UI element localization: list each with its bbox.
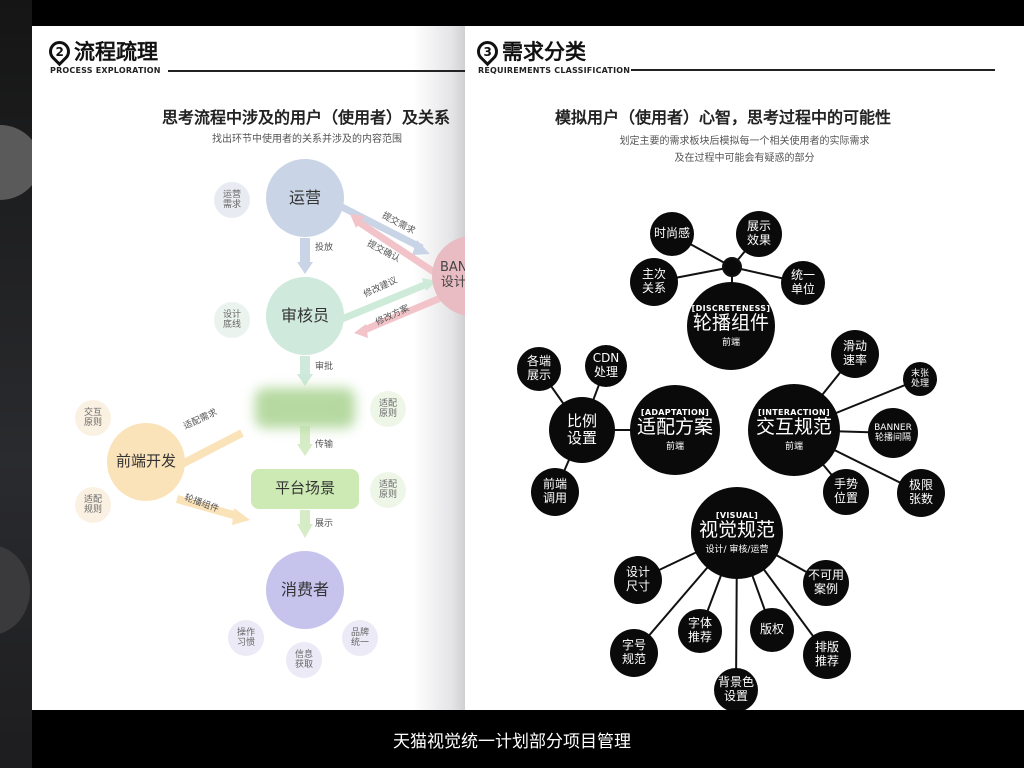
hub-carousel: [DISCRETENESS]轮播组件前端: [687, 282, 775, 370]
title-text: 需求分类: [502, 40, 586, 64]
diagram-subheading: 及在过程中可能会有疑惑的部分: [674, 153, 815, 164]
leaf-gesture: 手势 位置: [823, 469, 869, 515]
leaf-unit: 统一 单位: [781, 261, 825, 305]
divider: [168, 70, 465, 72]
section-subtitle: PROCESS EXPLORATION: [50, 66, 161, 75]
leaf-design-size: 设计 尺寸: [614, 556, 662, 604]
leaf-limit: 极限 张数: [897, 469, 945, 517]
node-interaction-rule: 交互 原则: [75, 400, 111, 436]
leaf-bad-cases: 不可用 案例: [803, 560, 849, 606]
video-subtitle: 天猫视觉统一计划部分项目管理: [393, 731, 631, 752]
leaf-banner-interval: BANNER 轮播间隔: [868, 408, 918, 458]
leaf-cdn: CDN 处理: [585, 345, 627, 387]
node-adapt-rule: 适配 原则: [370, 472, 406, 508]
arrow-label: 审批: [315, 362, 334, 372]
leaf-effect: 展示 效果: [736, 211, 782, 257]
blurred-node: [255, 388, 355, 428]
flow-arrows: [175, 202, 454, 538]
leaf-bg-color: 背景色 设置: [714, 668, 758, 710]
leaf-font-rec: 字体 推荐: [678, 609, 722, 653]
node-ops-need: 运营 需求: [214, 182, 250, 218]
leaf-layout-rec: 排版 推荐: [803, 631, 851, 679]
leaf-fe-call: 前端 调用: [531, 468, 579, 516]
node-brand: 品牌 统一: [342, 620, 378, 656]
node-design-line: 设计 底线: [214, 302, 250, 338]
node-consumer: 消费者: [266, 551, 344, 629]
background-blurred: 运营 开发: [0, 0, 32, 768]
section-title: 3 需求分类: [472, 36, 586, 66]
bg-bubble: 开发: [0, 545, 30, 635]
leaf-copyright: 版权: [750, 608, 794, 652]
node-platform: 平台场景: [251, 469, 359, 509]
leaf-priority: 主次 关系: [630, 258, 678, 306]
node-adapt-rule: 适配 规则: [75, 487, 111, 523]
diagram-heading: 模拟用户（使用者）心智，思考过程中的可能性: [555, 108, 892, 127]
node-ops: 运营: [266, 159, 344, 237]
divider: [631, 69, 995, 71]
arrow-label: 投放: [315, 243, 334, 253]
diagram-subheading: 找出环节中使用者的关系并涉及的内容范围: [212, 134, 402, 145]
leaf-font-size: 字号 规范: [610, 629, 658, 677]
node-info: 信息 获取: [286, 642, 322, 678]
section-subtitle: REQUIREMENTS CLASSIFICATION: [478, 66, 631, 75]
node-habit: 操作 习惯: [228, 620, 264, 656]
bg-bubble: 运营: [0, 125, 32, 200]
hub-visual: [VISUAL]视觉规范设计/ 审核/运营: [691, 487, 783, 579]
node-reviewer: 审核员: [266, 277, 344, 355]
hub-adaptation: [ADAPTATION]适配方案前端: [630, 385, 720, 475]
arrow-label: 展示: [315, 519, 334, 529]
right-page: 3 需求分类 REQUIREMENTS CLASSIFICATION 模拟用户（…: [465, 26, 1024, 710]
leaf-last-item: 末张 处理: [903, 362, 937, 396]
leaf-fashion: 时尚感: [650, 212, 694, 256]
node-banner-design: BAN 设计: [432, 236, 465, 316]
diagram-heading: 思考流程中涉及的用户（使用者）及关系: [162, 108, 451, 127]
title-text: 流程疏理: [74, 40, 158, 64]
leaf-each-end: 各端 展示: [517, 347, 561, 391]
section-title: 2 流程疏理: [44, 36, 158, 66]
node-adapt-rule: 适配 原则: [370, 391, 406, 427]
arrow-label: 传输: [315, 440, 334, 450]
diagram-subheading: 划定主要的需求板块后模拟每一个相关使用者的实际需求: [619, 136, 870, 147]
left-page: 2 流程疏理 PROCESS EXPLORATION 思考流程中涉及的用户（使用…: [32, 26, 465, 710]
hub-interaction: [INTERACTION]交互规范前端: [748, 384, 840, 476]
leaf-ratio: 比例 设置: [549, 397, 615, 463]
leaf-slide-speed: 滑动 速率: [831, 330, 879, 378]
node-frontend: 前端开发: [107, 423, 185, 501]
